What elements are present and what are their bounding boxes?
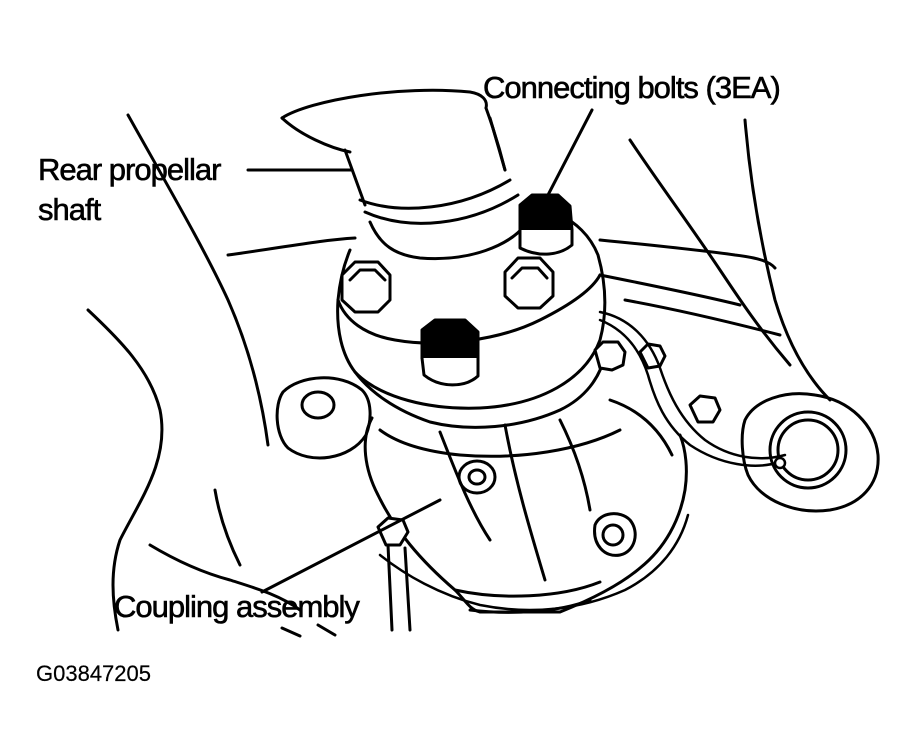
rear-propellar-label-line2: shaft (38, 192, 102, 228)
chassis-outline (86, 113, 832, 632)
left-mount (275, 376, 372, 460)
coupling-assembly-label: Coupling assembly (114, 589, 361, 625)
flange-bolt-left (340, 260, 392, 314)
right-mount (740, 392, 880, 513)
rear-propellar-label-line1: Rear propellar (38, 152, 222, 188)
leader-connecting-bolts (546, 108, 594, 197)
connecting-bolts-label: Connecting bolts (3EA) (483, 70, 781, 106)
connecting-bolt-bottom (420, 318, 480, 387)
propeller-shaft (280, 88, 527, 261)
connecting-bolt-top (518, 193, 574, 256)
coupling-body (363, 398, 688, 614)
flange-bolt-center (503, 256, 555, 310)
lower-bracket (280, 543, 412, 638)
leader-lines (246, 108, 594, 594)
leader-coupling (260, 498, 442, 594)
figure-code: G03847205 (36, 661, 151, 686)
wiring-harness (378, 310, 787, 612)
